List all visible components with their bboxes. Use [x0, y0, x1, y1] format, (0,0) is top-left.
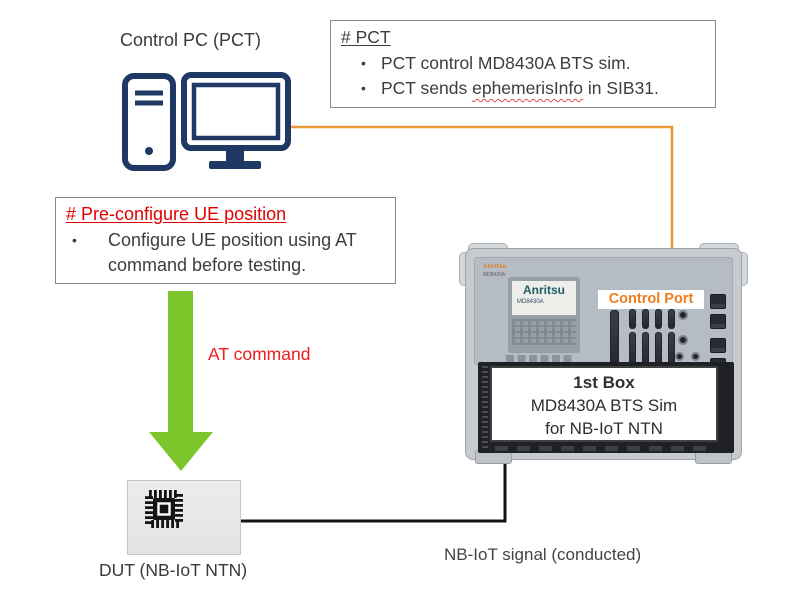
instrument-lower-panel: 1st Box MD8430A BTS Sim for NB-IoT NTN: [478, 362, 734, 453]
panel-brand-text: Anritsu: [483, 264, 507, 270]
control-pc-label: Control PC (PCT): [120, 30, 262, 50]
function-key-row: [506, 355, 574, 362]
port-slot: [610, 310, 619, 368]
spellcheck-word: ephemerisInfo: [472, 78, 584, 98]
control-port-text: Control Port: [608, 291, 694, 307]
pct-note-bullet-2: • PCT sends ephemerisInfo in SIB31.: [339, 76, 705, 101]
preconfigure-note-box: # Pre-configure UE position • Configure …: [55, 197, 396, 284]
rf-cable-line: [240, 458, 507, 523]
keypad-grid: [512, 319, 576, 345]
panel-model-text: MD8430A: [483, 272, 506, 278]
at-command-label: AT command: [208, 344, 311, 364]
preconfigure-bullet: • Configure UE position using AT command…: [64, 228, 385, 278]
first-box-line-1: 1st Box: [573, 373, 635, 392]
dut-label: DUT (NB-IoT NTN): [99, 560, 248, 580]
at-command-arrow-shaft: [168, 291, 193, 433]
first-box-label: 1st Box MD8430A BTS Sim for NB-IoT NTN: [490, 366, 718, 442]
bullet-icon: •: [361, 55, 366, 71]
port-slot: [642, 309, 649, 329]
preconfigure-heading: # Pre-configure UE position: [66, 204, 287, 224]
screen-model-text: MD8430A: [517, 299, 544, 305]
pct-bullet-2-text: PCT sends ephemerisInfo in SIB31.: [381, 76, 705, 101]
control-port-label: Control Port: [598, 290, 704, 309]
pct-bullet-2-suffix: in SIB31.: [583, 78, 659, 98]
anritsu-logo: Anritsu: [523, 283, 565, 297]
screen-display: Anritsu MD8430A: [512, 281, 576, 315]
pct-bullet-2-prefix: PCT sends: [381, 78, 473, 98]
bullet-icon: •: [361, 80, 366, 96]
md8430a-instrument: Anritsu MD8430A Anritsu MD8430A Control …: [459, 243, 748, 464]
rf-connector: [675, 352, 684, 361]
down-arrow-icon: [149, 432, 213, 471]
ethernet-port: [710, 294, 726, 309]
pct-note-box: # PCT • PCT control MD8430A BTS sim. • P…: [330, 20, 716, 108]
rf-connector: [691, 352, 700, 361]
ethernet-port: [710, 338, 726, 353]
first-box-line-3: for NB-IoT NTN: [545, 419, 663, 438]
port-slot: [629, 309, 636, 329]
preconfigure-bullet-text: Configure UE position using AT command b…: [108, 230, 357, 275]
ethernet-port: [710, 314, 726, 329]
pct-bullet-1-text: PCT control MD8430A BTS sim.: [381, 53, 631, 73]
instrument-front-panel: Anritsu MD8430A Anritsu MD8430A Control …: [474, 257, 733, 373]
panel-button-row: [495, 446, 715, 451]
port-slot: [668, 309, 675, 329]
instrument-screen: Anritsu MD8430A: [508, 277, 580, 353]
desktop-pc-icon: [122, 72, 291, 171]
rf-connector: [678, 310, 688, 320]
port-slot: [655, 309, 662, 329]
first-box-line-2: MD8430A BTS Sim: [530, 396, 678, 415]
chip-icon: [145, 490, 183, 528]
pct-note-heading: # PCT: [341, 27, 391, 47]
pct-note-bullet-1: • PCT control MD8430A BTS sim.: [339, 51, 705, 76]
rf-connector: [678, 335, 688, 345]
bullet-icon: •: [72, 232, 77, 248]
vent-strip: [482, 366, 488, 448]
nbiot-signal-label: NB-IoT signal (conducted): [444, 545, 642, 564]
